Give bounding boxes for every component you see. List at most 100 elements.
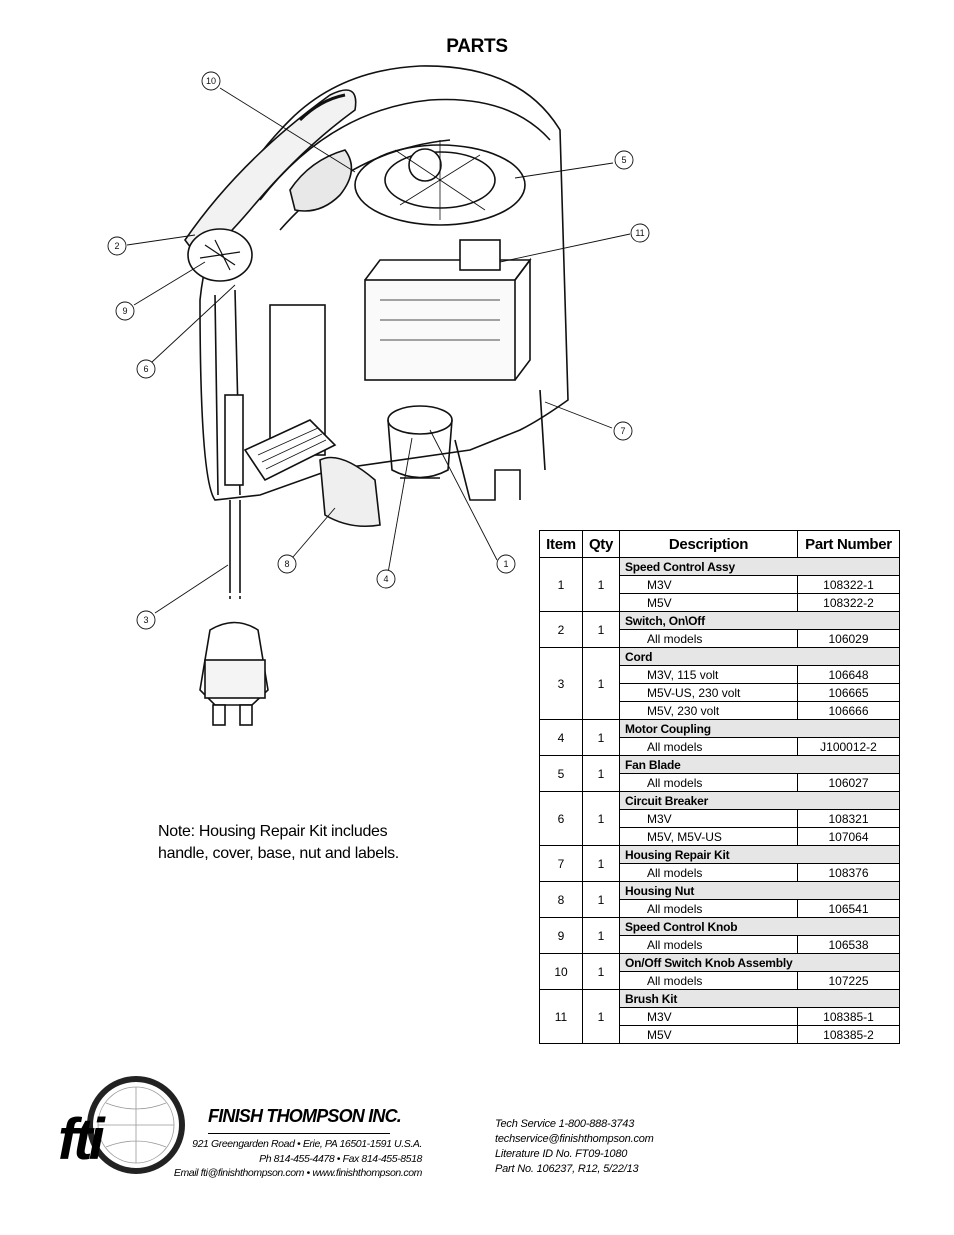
- cell-description: On/Off Switch Knob Assembly: [619, 953, 900, 972]
- cell-qty: 1: [582, 719, 620, 756]
- cell-model: M5V-US, 230 volt: [619, 683, 798, 702]
- cell-item: 4: [539, 719, 583, 756]
- cell-description: Speed Control Assy: [619, 557, 900, 576]
- callout-markers: [107, 71, 650, 630]
- housing-nut: [319, 456, 381, 528]
- cell-item: 8: [539, 881, 583, 918]
- cell-part-number: 106027: [797, 773, 900, 792]
- cell-item: 1: [539, 557, 583, 612]
- cell-model: M3V: [619, 809, 798, 828]
- cell-part-number: J100012-2: [797, 737, 900, 756]
- cell-part-number: 107225: [797, 971, 900, 990]
- cell-description: Circuit Breaker: [619, 791, 900, 810]
- cell-description: Fan Blade: [619, 755, 900, 774]
- literature-id: Literature ID No. FT09-1080: [495, 1148, 628, 1160]
- cell-model: M5V, 230 volt: [619, 701, 798, 720]
- cell-part-number: 108321: [797, 809, 900, 828]
- table-header-row: Item Qty Description Part Number: [539, 530, 900, 558]
- cell-qty: 1: [582, 881, 620, 918]
- svg-text:fti: fti: [58, 1107, 107, 1172]
- cell-description: Brush Kit: [619, 989, 900, 1008]
- cell-model: M5V: [619, 1025, 798, 1044]
- cell-part-number: 107064: [797, 827, 900, 846]
- cell-part-number: 106029: [797, 629, 900, 648]
- motor: [364, 279, 516, 381]
- callout-3: 3: [143, 615, 148, 625]
- cell-item: 11: [539, 989, 583, 1044]
- cell-description: Cord: [619, 647, 900, 666]
- cell-qty: 1: [582, 917, 620, 954]
- company-email-web: Email fti@finishthompson.com • www.finis…: [173, 1167, 423, 1179]
- note-line-2: handle, cover, base, nut and labels.: [158, 845, 399, 862]
- fti-logo: fti: [58, 1076, 185, 1174]
- cell-part-number: 108376: [797, 863, 900, 882]
- cell-qty: 1: [582, 953, 620, 990]
- cell-qty: 1: [582, 611, 620, 648]
- callout-4: 4: [383, 574, 388, 584]
- company-phone: Ph 814-455-4478 • Fax 814-455-8518: [259, 1153, 422, 1165]
- callout-5: 5: [621, 155, 626, 165]
- cell-description: Motor Coupling: [619, 719, 900, 738]
- company-rule: [208, 1133, 390, 1134]
- switch-knob: [289, 149, 353, 212]
- callout-6: 6: [143, 364, 148, 374]
- motor-coupling: [387, 405, 453, 435]
- note-line-1: Note: Housing Repair Kit includes: [158, 823, 388, 840]
- callout-7: 7: [620, 426, 625, 436]
- cell-model: All models: [619, 629, 798, 648]
- handle: [184, 89, 357, 262]
- company-address: 921 Greengarden Road • Erie, PA 16501-15…: [192, 1138, 422, 1150]
- cell-item: 6: [539, 791, 583, 846]
- cell-model: All models: [619, 971, 798, 990]
- cell-item: 2: [539, 611, 583, 648]
- cell-description: Housing Nut: [619, 881, 900, 900]
- document-part-number: Part No. 106237, R12, 5/22/13: [495, 1163, 639, 1175]
- cell-item: 7: [539, 845, 583, 882]
- cell-description: Speed Control Knob: [619, 917, 900, 936]
- header-part-number: Part Number: [797, 530, 900, 558]
- exploded-parts-diagram: 10 5 11 2 9 6 7 8 4 1 3: [107, 65, 650, 726]
- cell-model: M5V, M5V-US: [619, 827, 798, 846]
- cell-qty: 1: [582, 755, 620, 792]
- cell-model: All models: [619, 773, 798, 792]
- tech-service-phone: Tech Service 1-800-888-3743: [495, 1118, 635, 1130]
- cell-description: Switch, On\Off: [619, 611, 900, 630]
- housing-kit-note: Note: Housing Repair Kit includes handle…: [158, 821, 458, 865]
- callout-8: 8: [284, 559, 289, 569]
- cell-part-number: 106666: [797, 701, 900, 720]
- cell-qty: 1: [582, 791, 620, 846]
- callout-1: 1: [503, 559, 508, 569]
- cell-part-number: 106541: [797, 899, 900, 918]
- cell-part-number: 108385-2: [797, 1025, 900, 1044]
- cell-part-number: 108385-1: [797, 1007, 900, 1026]
- cell-part-number: 108322-1: [797, 575, 900, 594]
- cell-part-number: 106648: [797, 665, 900, 684]
- cell-model: All models: [619, 737, 798, 756]
- cell-description: Housing Repair Kit: [619, 845, 900, 864]
- cell-model: M3V, 115 volt: [619, 665, 798, 684]
- page-title: PARTS: [446, 36, 508, 57]
- cell-model: M3V: [619, 1007, 798, 1026]
- cell-part-number: 106665: [797, 683, 900, 702]
- cell-part-number: 108322-2: [797, 593, 900, 612]
- cell-qty: 1: [582, 557, 620, 612]
- cell-part-number: 106538: [797, 935, 900, 954]
- cell-item: 10: [539, 953, 583, 990]
- cell-model: M5V: [619, 593, 798, 612]
- cell-model: All models: [619, 899, 798, 918]
- cell-model: All models: [619, 935, 798, 954]
